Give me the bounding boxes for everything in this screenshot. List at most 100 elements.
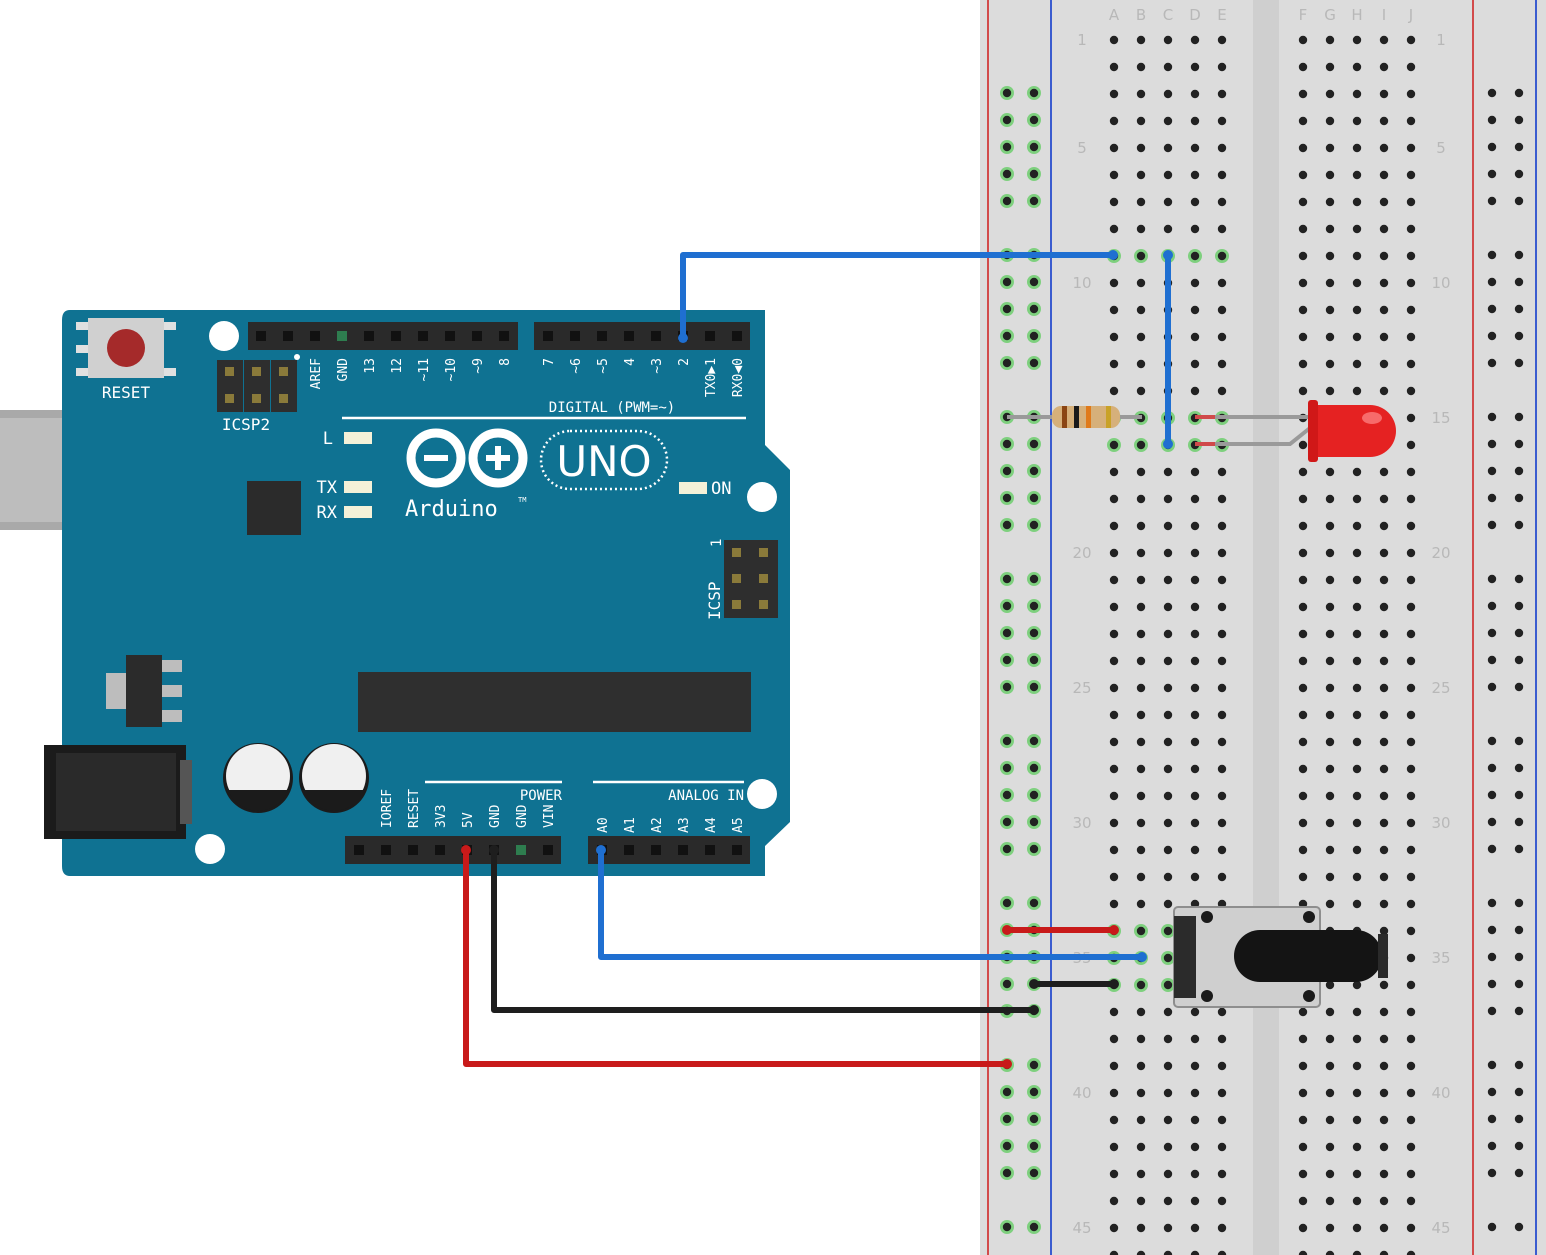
digital-pin-label-2: 13 [363, 358, 378, 374]
rail-hole [1514, 358, 1524, 368]
breadboard-hole [1298, 1142, 1308, 1152]
breadboard-hole [1406, 143, 1416, 153]
breadboard-hole [1325, 818, 1335, 828]
rail-hole [1514, 169, 1524, 179]
rail-hole [1514, 466, 1524, 476]
breadboard-hole [1298, 791, 1308, 801]
rail-hole [1514, 952, 1524, 962]
breadboard-hole [1406, 845, 1416, 855]
digital-pin-label-4: ~11 [417, 358, 432, 381]
breadboard-hole [1217, 89, 1227, 99]
digital-pin-label-3: 4 [623, 358, 638, 366]
breadboard-hole [1136, 494, 1146, 504]
breadboard-hole [1406, 683, 1416, 693]
breadboard-hole [1136, 197, 1146, 207]
wire-end [489, 845, 499, 855]
rail-hole [1000, 464, 1014, 478]
mount-hole [747, 779, 777, 809]
digital-pin-label-5: 2 [677, 358, 692, 366]
breadboard-hole [1325, 1169, 1335, 1179]
breadboard-hole [1406, 602, 1416, 612]
breadboard-hole [1163, 197, 1173, 207]
breadboard-hole [1217, 710, 1227, 720]
breadboard-hole [1163, 170, 1173, 180]
rail-hole [1514, 844, 1524, 854]
icsp-label: ICSP [705, 581, 724, 620]
breadboard-hole [1325, 359, 1335, 369]
rail-hole [1027, 1112, 1041, 1126]
breadboard-hole [1217, 818, 1227, 828]
breadboard-hole [1325, 386, 1335, 396]
breadboard-hole [1406, 305, 1416, 315]
breadboard-hole [1325, 278, 1335, 288]
row-label-right-35: 35 [1431, 949, 1450, 967]
breadboard-hole [1379, 899, 1389, 909]
wire-end [1002, 925, 1012, 935]
led-rx [344, 506, 372, 518]
rail-hole [1487, 1114, 1497, 1124]
breadboard-hole [1406, 1169, 1416, 1179]
breadboard-hole [1352, 710, 1362, 720]
breadboard-hole [1217, 1061, 1227, 1071]
rail-hole [1514, 1141, 1524, 1151]
breadboard-hole [1163, 1223, 1173, 1233]
breadboard-hole [1352, 224, 1362, 234]
rail-hole [1514, 628, 1524, 638]
breadboard-hole [1161, 978, 1175, 992]
breadboard-hole [1379, 737, 1389, 747]
breadboard-hole [1190, 683, 1200, 693]
breadboard-hole [1352, 1223, 1362, 1233]
breadboard-hole [1379, 332, 1389, 342]
rail-hole [1027, 626, 1041, 640]
rail-hole [1000, 1166, 1014, 1180]
breadboard-hole [1217, 170, 1227, 180]
breadboard-hole [1163, 818, 1173, 828]
header-socket [732, 331, 742, 341]
reset-button[interactable] [76, 318, 176, 378]
rail-hole [1027, 437, 1041, 451]
icsp2-label: ICSP2 [222, 415, 270, 434]
analog-header [588, 836, 750, 864]
capacitor [299, 743, 369, 813]
rail-hole [1487, 196, 1497, 206]
digital-pin-label-1: GND [336, 358, 351, 382]
breadboard-hole [1379, 548, 1389, 558]
rail-hole [1000, 1220, 1014, 1234]
breadboard-hole [1217, 1115, 1227, 1125]
breadboard-hole [1325, 683, 1335, 693]
rail-hole [1027, 896, 1041, 910]
breadboard-hole [1109, 35, 1119, 45]
breadboard-hole [1379, 1088, 1389, 1098]
rail-hole [1027, 1220, 1041, 1234]
breadboard-hole [1352, 35, 1362, 45]
breadboard-hole [1190, 467, 1200, 477]
breadboard-hole [1217, 791, 1227, 801]
breadboard-hole [1298, 89, 1308, 99]
breadboard-hole [1134, 924, 1148, 938]
breadboard-hole [1109, 1061, 1119, 1071]
rail-hole [1487, 682, 1497, 692]
rail-hole [1027, 734, 1041, 748]
breadboard-hole [1406, 629, 1416, 639]
breadboard-hole [1379, 467, 1389, 477]
header-socket [624, 331, 634, 341]
breadboard-hole [1325, 575, 1335, 585]
breadboard-hole [1217, 872, 1227, 882]
breadboard-hole [1136, 62, 1146, 72]
analog-pin-label-1: A1 [623, 817, 638, 833]
breadboard-hole [1136, 575, 1146, 585]
analog-pin-label-3: A3 [677, 817, 692, 833]
reset-button-cap [107, 329, 145, 367]
breadboard-hole [1136, 602, 1146, 612]
breadboard-hole [1325, 1007, 1335, 1017]
breadboard-hole [1217, 1142, 1227, 1152]
breadboard-hole [1352, 1196, 1362, 1206]
breadboard-hole [1136, 791, 1146, 801]
breadboard-hole [1163, 710, 1173, 720]
breadboard-hole [1136, 1250, 1146, 1255]
breadboard-hole [1136, 818, 1146, 828]
breadboard-hole [1190, 35, 1200, 45]
breadboard-hole [1136, 305, 1146, 315]
breadboard-hole [1109, 1034, 1119, 1044]
